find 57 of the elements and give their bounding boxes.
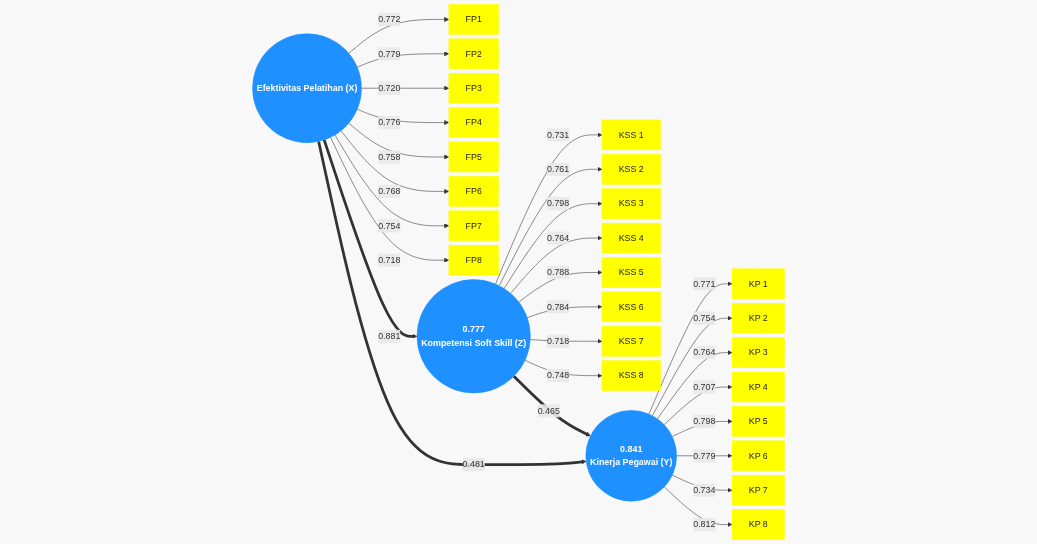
edge-label: 0.764 — [693, 347, 716, 358]
edge-label: 0.779 — [378, 48, 401, 59]
node-box: KSS 1 — [601, 119, 661, 151]
node-box: KP 1 — [731, 268, 785, 300]
node-circle: Efektivitas Pelatihan (X) — [252, 33, 362, 143]
node-box: FP5 — [448, 141, 499, 173]
edge-label: 0.776 — [378, 117, 401, 128]
node-box: FP7 — [448, 210, 499, 242]
edge-label: 0.798 — [547, 198, 570, 209]
node-box: KP 7 — [731, 474, 785, 506]
edge-label: 0.771 — [693, 278, 716, 289]
edge-label: 0.748 — [547, 370, 570, 381]
node-circle: 0.777 Kompetensi Soft Skill (Z) — [416, 279, 531, 394]
node-box: FP3 — [448, 72, 499, 104]
edge-label: 0.881 — [378, 331, 401, 341]
node-box: FP2 — [448, 38, 499, 70]
node-box: FP1 — [448, 4, 499, 35]
edge-label: 0.754 — [378, 220, 401, 231]
node-box: KP 6 — [731, 440, 785, 472]
node-box: KP 5 — [731, 406, 785, 437]
node-box: KSS 7 — [601, 326, 661, 357]
edge-label: 0.788 — [547, 267, 570, 277]
edge-label: 0.768 — [378, 186, 401, 196]
node-box: KSS 3 — [601, 188, 661, 219]
arrow — [317, 141, 587, 467]
arrow — [322, 139, 418, 339]
node-box: FP4 — [448, 107, 499, 138]
edge-label: 0.731 — [547, 129, 570, 140]
node-box: KSS 8 — [601, 360, 661, 391]
arrow — [512, 375, 591, 437]
edge-label: 0.798 — [693, 416, 716, 426]
node-box: KSS 5 — [601, 257, 661, 288]
node-box: KSS 4 — [601, 222, 661, 254]
node-box: FP6 — [448, 176, 499, 207]
node-box: KP 2 — [731, 302, 785, 334]
edge-label: 0.720 — [378, 83, 401, 93]
node-box: FP8 — [448, 244, 499, 276]
edge-label: 0.784 — [547, 301, 570, 312]
node-box: KP 4 — [731, 371, 785, 403]
edge-label: 0.779 — [693, 450, 716, 461]
edge-label: 0.772 — [378, 14, 401, 24]
edge-label: 0.481 — [462, 459, 485, 470]
edge-label: 0.718 — [547, 336, 570, 346]
edge-label: 0.718 — [378, 255, 401, 265]
edge-label: 0.754 — [693, 313, 716, 323]
edge-label: 0.761 — [547, 164, 570, 174]
edge-label: 0.812 — [693, 519, 716, 530]
node-box: KSS 2 — [601, 154, 661, 185]
node-box: KP 8 — [731, 509, 785, 540]
edge-label: 0.758 — [378, 152, 401, 162]
edge-label: 0.734 — [693, 485, 716, 495]
node-circle: 0.841 Kinerja Pegawai (Y) — [585, 410, 677, 502]
node-box: KSS 6 — [601, 291, 661, 323]
edge-label: 0.764 — [547, 233, 570, 243]
edge-label: 0.465 — [537, 405, 560, 416]
node-box: KP 3 — [731, 337, 785, 368]
edge-label: 0.707 — [693, 382, 716, 392]
